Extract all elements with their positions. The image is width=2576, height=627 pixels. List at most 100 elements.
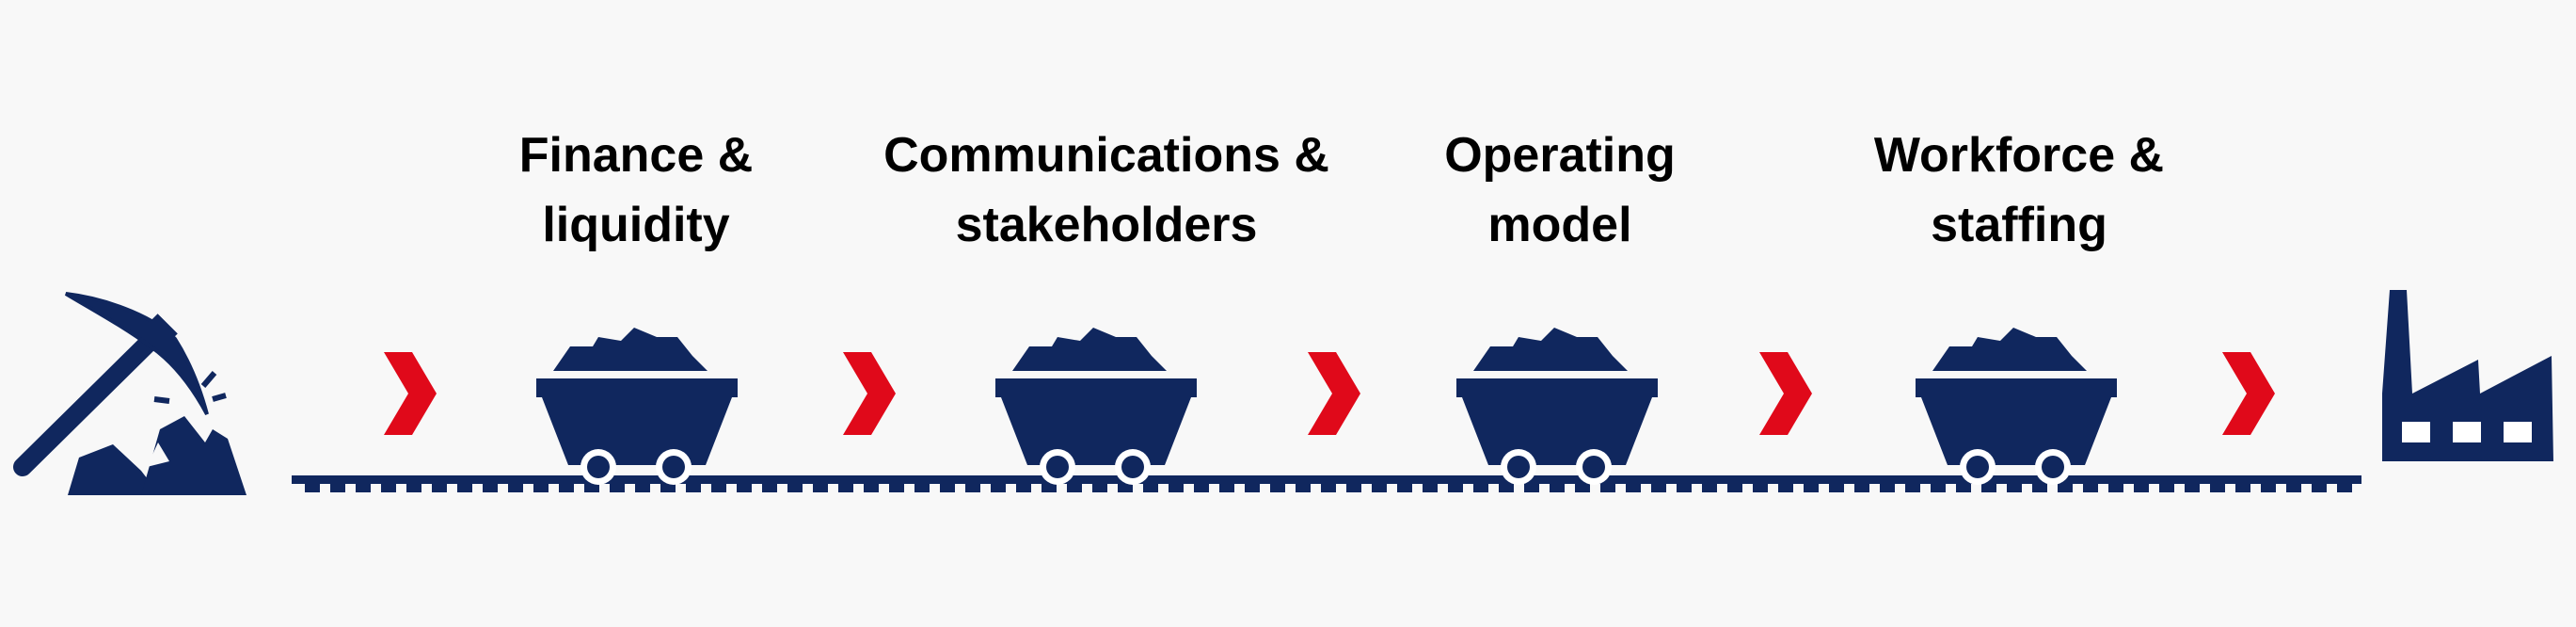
rail-tie [1321,484,1336,492]
stage-label-line2: model [1487,198,1632,252]
rail-tie [1296,484,1311,492]
rail-tie [610,484,625,492]
rail-tie [1016,484,1031,492]
rail-tie [1194,484,1209,492]
rail-tie [1829,484,1844,492]
rail-tie [533,484,549,492]
rail-tie [1423,484,1438,492]
rail-tie [1905,484,1920,492]
rail-tie [1981,484,1996,492]
rail-tie [711,484,726,492]
rail-tie [660,484,676,492]
rail-tie [2210,484,2225,492]
stage-label-communications: Communications & stakeholders [843,121,1370,260]
rail-tie [508,484,523,492]
factory-icon [2382,290,2553,461]
stage-label-line1: Finance & [518,128,754,183]
rail-tie [1143,484,1158,492]
rail-tie [457,484,472,492]
rail-tie [2058,484,2073,492]
mine-cart-icon [536,328,738,485]
rail-tie [1702,484,1717,492]
stage-label-line1: Operating [1444,128,1676,183]
rail-tie [2185,484,2200,492]
rail-tie [1626,484,1641,492]
rail-tie [2032,484,2047,492]
rail-tie [1067,484,1082,492]
rail-tie [1600,484,1615,492]
rail-tie [1499,484,1514,492]
stage-label-line2: stakeholders [955,198,1258,252]
rail-tie [1677,484,1692,492]
rail-tie [737,484,752,492]
rail-tie [1651,484,1666,492]
rail-tie [381,484,396,492]
rail-tie [1931,484,1946,492]
chevron-right-icon [2222,352,2275,435]
rail-tie [2007,484,2022,492]
stage-label-line1: Workforce & [1873,128,2165,183]
rail-tie [1169,484,1184,492]
rail-tie [2108,484,2123,492]
rail-tie [406,484,421,492]
rail-tie [838,484,853,492]
rail-tie [1778,484,1793,492]
rail-tie [965,484,980,492]
rail-ties [305,484,2352,492]
rail-tie [1854,484,1869,492]
stage-label-line2: liquidity [542,198,730,252]
rail-tie [1346,484,1361,492]
rail-tie [864,484,879,492]
stage-label-finance: Finance & liquidity [373,121,899,260]
rail-tie [1448,484,1463,492]
rail-tie [1473,484,1488,492]
rail-track [292,475,2361,492]
rail-tie [1219,484,1234,492]
mine-cart-icon [1456,328,1658,485]
rail-tie [1753,484,1768,492]
rail-tie [1042,484,1057,492]
rail-tie [889,484,904,492]
rail-tie [559,484,574,492]
mine-cart-icon [995,328,1197,485]
rail-tie [432,484,447,492]
rail-tie [584,484,599,492]
rail-tie [1956,484,1971,492]
rail-tie [2083,484,2098,492]
rail-tie [2286,484,2301,492]
rail-tie [1550,484,1565,492]
rail-tie [1245,484,1260,492]
rail-tie [1524,484,1539,492]
chevron-right-icon [1308,352,1360,435]
pickaxe-rock-icon [13,292,246,495]
rail-tie [1575,484,1590,492]
stage-label-line1: Communications & [883,128,1329,183]
rail-tie [1092,484,1107,492]
chevron-right-icon [1759,352,1812,435]
rail-tie [1880,484,1895,492]
rail-tie [1804,484,1819,492]
rail-tie [305,484,320,492]
rail-tie [1397,484,1412,492]
rail-tie [1727,484,1742,492]
rail-tie [914,484,930,492]
rail-tie [2337,484,2352,492]
rail-tie [1118,484,1133,492]
rail-tie [762,484,777,492]
rail-tie [2261,484,2276,492]
rail-tie [991,484,1006,492]
rail-tie [940,484,955,492]
chevron-right-icon [843,352,896,435]
stage-label-line2: staffing [1931,198,2107,252]
rail-tie [787,484,803,492]
rail-tie [2312,484,2327,492]
rail-tie [2134,484,2149,492]
rail-tie [2235,484,2250,492]
rail-tie [1270,484,1285,492]
rail-tie [1372,484,1387,492]
rail-tie [330,484,345,492]
chevron-right-icon [384,352,437,435]
rail-tie [686,484,701,492]
